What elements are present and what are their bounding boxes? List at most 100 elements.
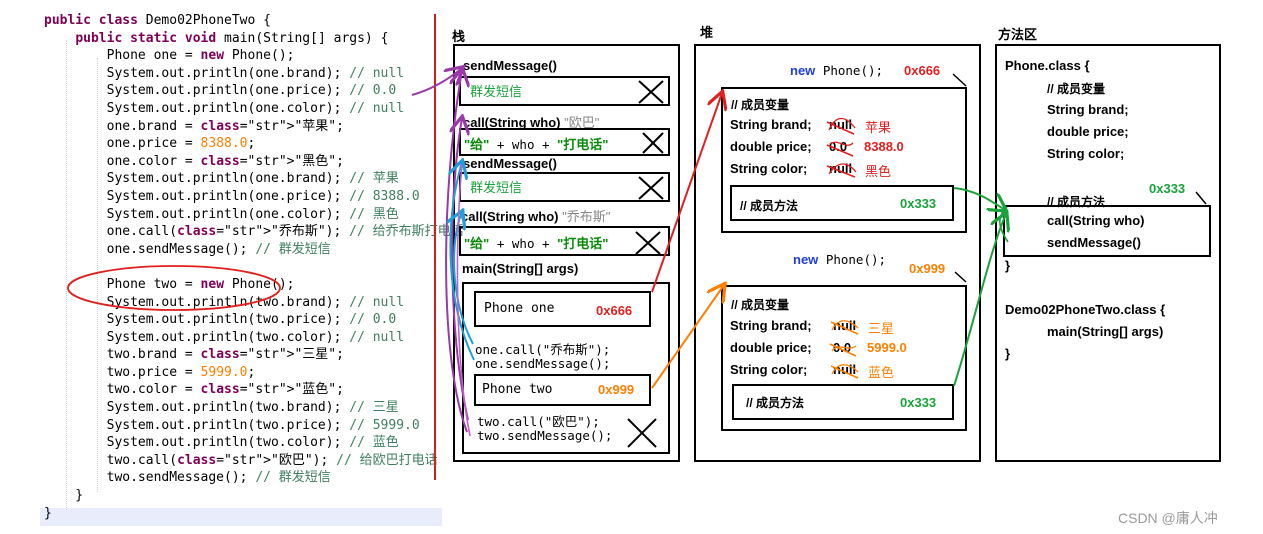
cross-mark-icon [638,176,664,200]
code-line: Phone one = new Phone(); [44,48,295,64]
code-line: System.out.println(two.color); // null [44,329,405,345]
heap-obj1-new: new Phone(); [790,63,884,78]
arrow-green-3 [999,206,1009,243]
code-gutter-line-2 [97,58,99,492]
code-line: System.out.println(one.brand); // 苹果 [44,171,399,187]
heap-obj2-brand-new: 三星 [868,321,895,336]
heap-obj1-addr: 0x666 [904,63,941,78]
code-line: one.call(class="str">"乔布斯"); // 给乔布斯打电话 [44,224,464,240]
code-line: public static void main(String[] args) { [75,30,389,46]
stack-main-sig: main(String[] args) [462,261,579,276]
heap-obj2-color-new: 蓝色 [868,365,895,380]
cross-mark-icon [638,80,664,104]
heap-obj1-price-new: 8388.0 [864,139,904,154]
stack-frame-send-1 [459,76,670,106]
code-gutter-line [66,40,68,510]
arrow-purple-4 [456,163,471,437]
heap-obj2-methods-title: // 成员方法 [746,396,805,410]
stack-one-call: one.call("乔布斯"); [475,342,611,357]
method-area-box [995,44,1221,462]
heap-obj2-price: double price; [730,340,812,355]
phone-class-price: double price; [1047,124,1129,139]
code-line: System.out.println(two.price); // 5999.0 [44,417,420,433]
code-line: one.sendMessage(); // 群发短信 [44,241,331,257]
phone-class-header: Phone.class { [1005,58,1090,73]
code-line: System.out.println(one.color); // 黑色 [44,206,399,222]
heap-title: 堆 [700,25,714,40]
stack-var-one-label: Phone one [484,301,555,316]
heap-obj2-brand: String brand; [730,318,812,333]
code-line: System.out.println(one.color); // null [44,100,405,116]
method-area-title: 方法区 [998,27,1038,42]
heap-obj1 [721,87,967,233]
stack-two-call: two.call("欧巴"); [477,414,600,429]
arrow-green-2 [953,214,1006,387]
demo-class-header: Demo02PhoneTwo.class { [1005,302,1166,317]
heap-obj2-new: new Phone(); [793,252,887,267]
code-line: two.call(class="str">"欧巴"); // 给欧巴打电话 [44,452,438,468]
heap-obj1-methods-addr: 0x333 [900,196,937,211]
phone-class-method-send: sendMessage() [1047,235,1141,250]
heap-obj2 [721,285,967,431]
code-line: two.brand = class="str">"三星"; [44,347,344,363]
stack-var-one-addr: 0x666 [596,303,633,318]
stack-one-send: one.sendMessage(); [475,356,611,371]
arrow-blue-2 [450,162,475,361]
arrow-purple-2 [445,70,467,433]
arrow-purple-3 [452,118,468,421]
code-line: Phone two = new Phone(); [44,276,295,292]
demo-class-close: } [1005,346,1011,361]
stack-var-two-addr: 0x999 [598,382,635,397]
code-line: two.sendMessage(); // 群发短信 [44,470,331,486]
heap-obj2-methods-addr: 0x333 [900,395,937,410]
heap-obj2-color: String color; [730,362,808,377]
stack-frame-send-2-sig: sendMessage() [463,156,557,171]
heap-obj1-color-new: 黑色 [865,164,892,179]
phone-class-color: String color; [1047,146,1125,161]
code-line: System.out.println(one.price); // 0.0 [44,83,397,99]
arrow-red [651,93,722,293]
stack-var-two [474,374,651,406]
cross-mark-icon [635,231,661,255]
code-line: System.out.println(one.price); // 8388.0 [44,188,420,204]
code-line: two.price = 5999.0; [44,364,256,380]
phone-class-vars-title: // 成员变量 [1047,82,1106,96]
stack-frame-call-1 [459,128,670,156]
arrow-orange [651,285,724,389]
cross-mark-icon [642,132,664,154]
heap-obj1-price: double price; [730,139,812,154]
code-line: two.color = class="str">"蓝色"; [44,382,344,398]
heap-obj1-brand-new: 苹果 [865,120,892,135]
heap-obj1-color: String color; [730,161,808,176]
stack-frame-send-2-body: 群发短信 [470,180,523,195]
cross-mark-icon [627,418,657,448]
code-line: one.brand = class="str">"苹果"; [44,118,344,134]
heap-obj2-addr: 0x999 [909,261,946,276]
stack-frame-call-2-sig: call(String who) "乔布斯" [461,209,611,224]
phone-class-methods-addr: 0x333 [1149,181,1186,196]
stack-title: 栈 [452,29,466,44]
code-line: System.out.println(one.brand); // null [44,65,405,81]
stack-two-send: two.sendMessage(); [477,428,613,443]
demo-class-main: main(String[] args) [1047,324,1164,339]
arrow-purple-1 [411,68,462,96]
code-line: one.color = class="str">"黑色"; [44,153,344,169]
heap-obj2-price-new: 5999.0 [867,340,907,355]
heap-obj2-vars-title: // 成员变量 [731,298,790,312]
code-line: System.out.println(two.brand); // 三星 [44,400,399,416]
code-line: } [44,505,52,521]
stack-var-one [474,291,651,327]
code-highlight-line [40,508,442,526]
code-line: one.price = 8388.0; [44,136,256,152]
code-line: System.out.println(two.brand); // null [44,294,405,310]
heap-box [694,44,981,462]
stack-frame-send-1-body: 群发短信 [470,84,523,99]
stack-frame-call-1-body: "给" + who + "打电话" [464,137,609,152]
divider-line [434,14,436,480]
stack-main-frame [462,282,670,454]
highlight-ellipse [67,265,281,311]
watermark: CSDN @庸人冲 [1118,510,1218,526]
phone-class-brand: String brand; [1047,102,1129,117]
code-line: } [44,488,84,504]
stack-frame-send-1-sig: sendMessage() [463,58,557,73]
